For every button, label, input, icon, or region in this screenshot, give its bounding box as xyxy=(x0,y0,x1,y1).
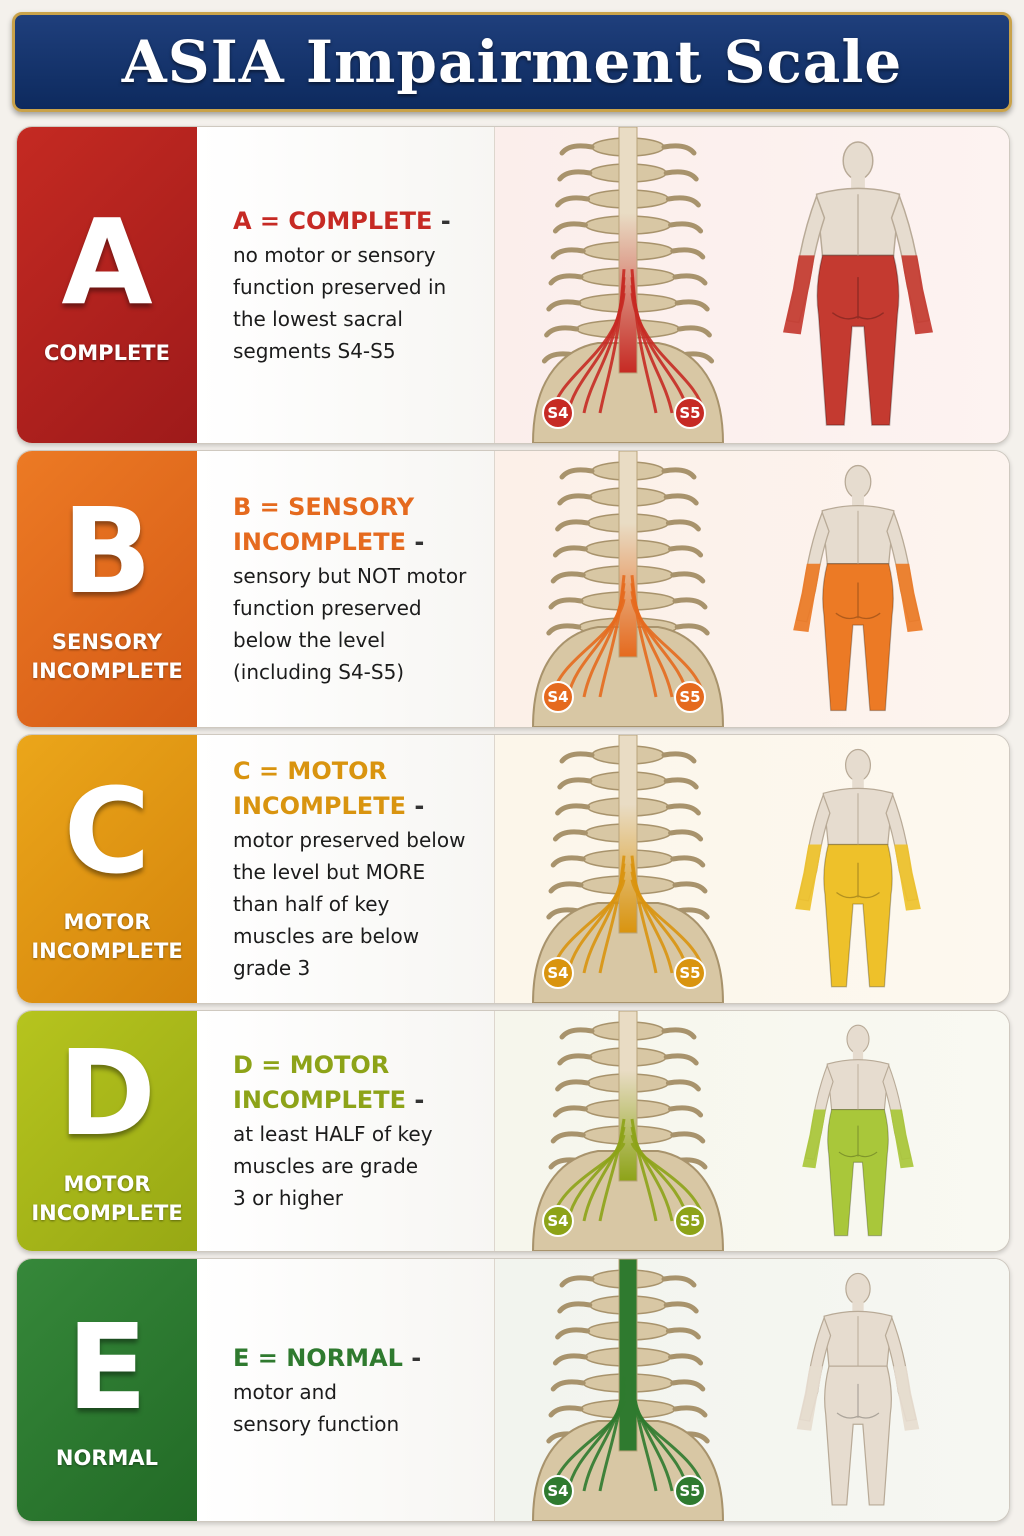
s5-badge xyxy=(674,1475,706,1507)
illustration-d: S4 S5 xyxy=(495,1011,1009,1251)
grade-description: motor and sensory function xyxy=(233,1379,400,1436)
grade-name: NORMAL xyxy=(55,1445,159,1470)
illustration-b: S4 S5 xyxy=(495,451,1009,727)
spine-body-illustration: S4 S5 xyxy=(531,1259,920,1521)
human-figure xyxy=(796,1272,920,1506)
grade-name: SENSORY INCOMPLETE xyxy=(31,630,183,683)
grade-letter: E xyxy=(66,1297,148,1436)
grade-badge-c: C MOTOR INCOMPLETE xyxy=(17,735,197,1003)
grade-badge-e: E NORMAL xyxy=(17,1259,197,1521)
grade-heading: D = MOTOR INCOMPLETE xyxy=(233,1051,406,1114)
grade-row-d: D MOTOR INCOMPLETE D = MOTOR INCOMPLETE … xyxy=(16,1010,1010,1252)
s4-badge xyxy=(542,957,574,989)
grade-letter: A xyxy=(61,192,153,331)
grade-badge-d: D MOTOR INCOMPLETE xyxy=(17,1011,197,1251)
spine-body-illustration: S4 S5 xyxy=(531,735,921,1003)
grade-row-e: E NORMAL E = NORMAL - motor and sensory … xyxy=(16,1258,1010,1522)
grade-badge-b: B SENSORY INCOMPLETE xyxy=(17,451,197,727)
grade-description-b: B = SENSORY INCOMPLETE - sensory but NOT… xyxy=(197,451,495,727)
spinal-cord xyxy=(618,1011,638,1182)
s5-badge xyxy=(674,1205,706,1237)
grade-row-c: C MOTOR INCOMPLETE C = MOTOR INCOMPLETE … xyxy=(16,734,1010,1004)
sacral-label: S5 xyxy=(679,688,700,706)
grade-description: at least HALF of key muscles are grade 3… xyxy=(233,1122,433,1210)
sacral-label: S5 xyxy=(679,404,700,422)
s5-badge xyxy=(674,957,706,989)
grade-name: MOTOR INCOMPLETE xyxy=(31,910,183,963)
human-figure xyxy=(802,1024,914,1237)
sacral-label: S4 xyxy=(547,404,568,422)
human-figure xyxy=(793,464,923,712)
s5-badge xyxy=(674,397,706,429)
s4-badge xyxy=(542,1475,574,1507)
grade-letter: C xyxy=(63,762,151,900)
grade-name: MOTOR INCOMPLETE xyxy=(31,1172,183,1225)
grade-row-b: B SENSORY INCOMPLETE B = SENSORY INCOMPL… xyxy=(16,450,1010,728)
sacral-label: S4 xyxy=(547,964,568,982)
sacral-label: S4 xyxy=(547,1482,568,1500)
spinal-cord xyxy=(618,127,638,374)
grade-row-a: A COMPLETE A = COMPLETE - no motor or se… xyxy=(16,126,1010,444)
illustration-a: S4 S5 xyxy=(495,127,1009,443)
title-banner: ASIA Impairment Scale xyxy=(12,12,1012,112)
grade-description-c: C = MOTOR INCOMPLETE - motor preserved b… xyxy=(197,735,495,1003)
grade-description-d: D = MOTOR INCOMPLETE - at least HALF of … xyxy=(197,1011,495,1251)
grade-description-a: A = COMPLETE - no motor or sensory funct… xyxy=(197,127,495,443)
grade-letter: B xyxy=(62,482,152,620)
spinal-cord xyxy=(618,451,638,658)
grade-heading: E = NORMAL xyxy=(233,1343,403,1372)
grade-description: sensory but NOT motor function preserved… xyxy=(233,564,467,684)
spine-body-illustration: S4 S5 xyxy=(531,127,933,443)
grade-heading: A = COMPLETE xyxy=(233,206,433,235)
human-figure xyxy=(783,141,933,426)
sacral-label: S5 xyxy=(679,1212,700,1230)
grade-heading: B = SENSORY INCOMPLETE xyxy=(233,493,415,556)
illustration-e: S4 S5 xyxy=(495,1259,1009,1521)
grade-badge-a: A COMPLETE xyxy=(17,127,197,443)
s4-badge xyxy=(542,1205,574,1237)
sacral-label: S5 xyxy=(679,964,700,982)
s4-badge xyxy=(542,681,574,713)
nerve-roots xyxy=(550,855,706,974)
s5-badge xyxy=(674,681,706,713)
grade-description-e: E = NORMAL - motor and sensory function xyxy=(197,1259,495,1521)
sacral-label: S5 xyxy=(679,1482,700,1500)
page-title: ASIA Impairment Scale xyxy=(121,28,903,96)
grade-letter: D xyxy=(58,1024,156,1162)
nerve-roots xyxy=(550,269,706,414)
sacral-label: S4 xyxy=(547,688,568,706)
s4-badge xyxy=(542,397,574,429)
human-figure xyxy=(795,748,921,988)
grade-name: COMPLETE xyxy=(44,340,170,365)
grade-description: no motor or sensory function preserved i… xyxy=(233,242,447,363)
spine-body-illustration: S4 S5 xyxy=(531,451,923,727)
grade-description: motor preserved below the level but MORE… xyxy=(233,828,466,980)
illustration-c: S4 S5 xyxy=(495,735,1009,1003)
grade-heading: C = MOTOR INCOMPLETE xyxy=(233,757,406,820)
spine-body-illustration: S4 S5 xyxy=(531,1011,914,1251)
spinal-cord xyxy=(618,735,638,934)
spinal-cord xyxy=(618,1259,638,1452)
sacral-label: S4 xyxy=(547,1212,568,1230)
